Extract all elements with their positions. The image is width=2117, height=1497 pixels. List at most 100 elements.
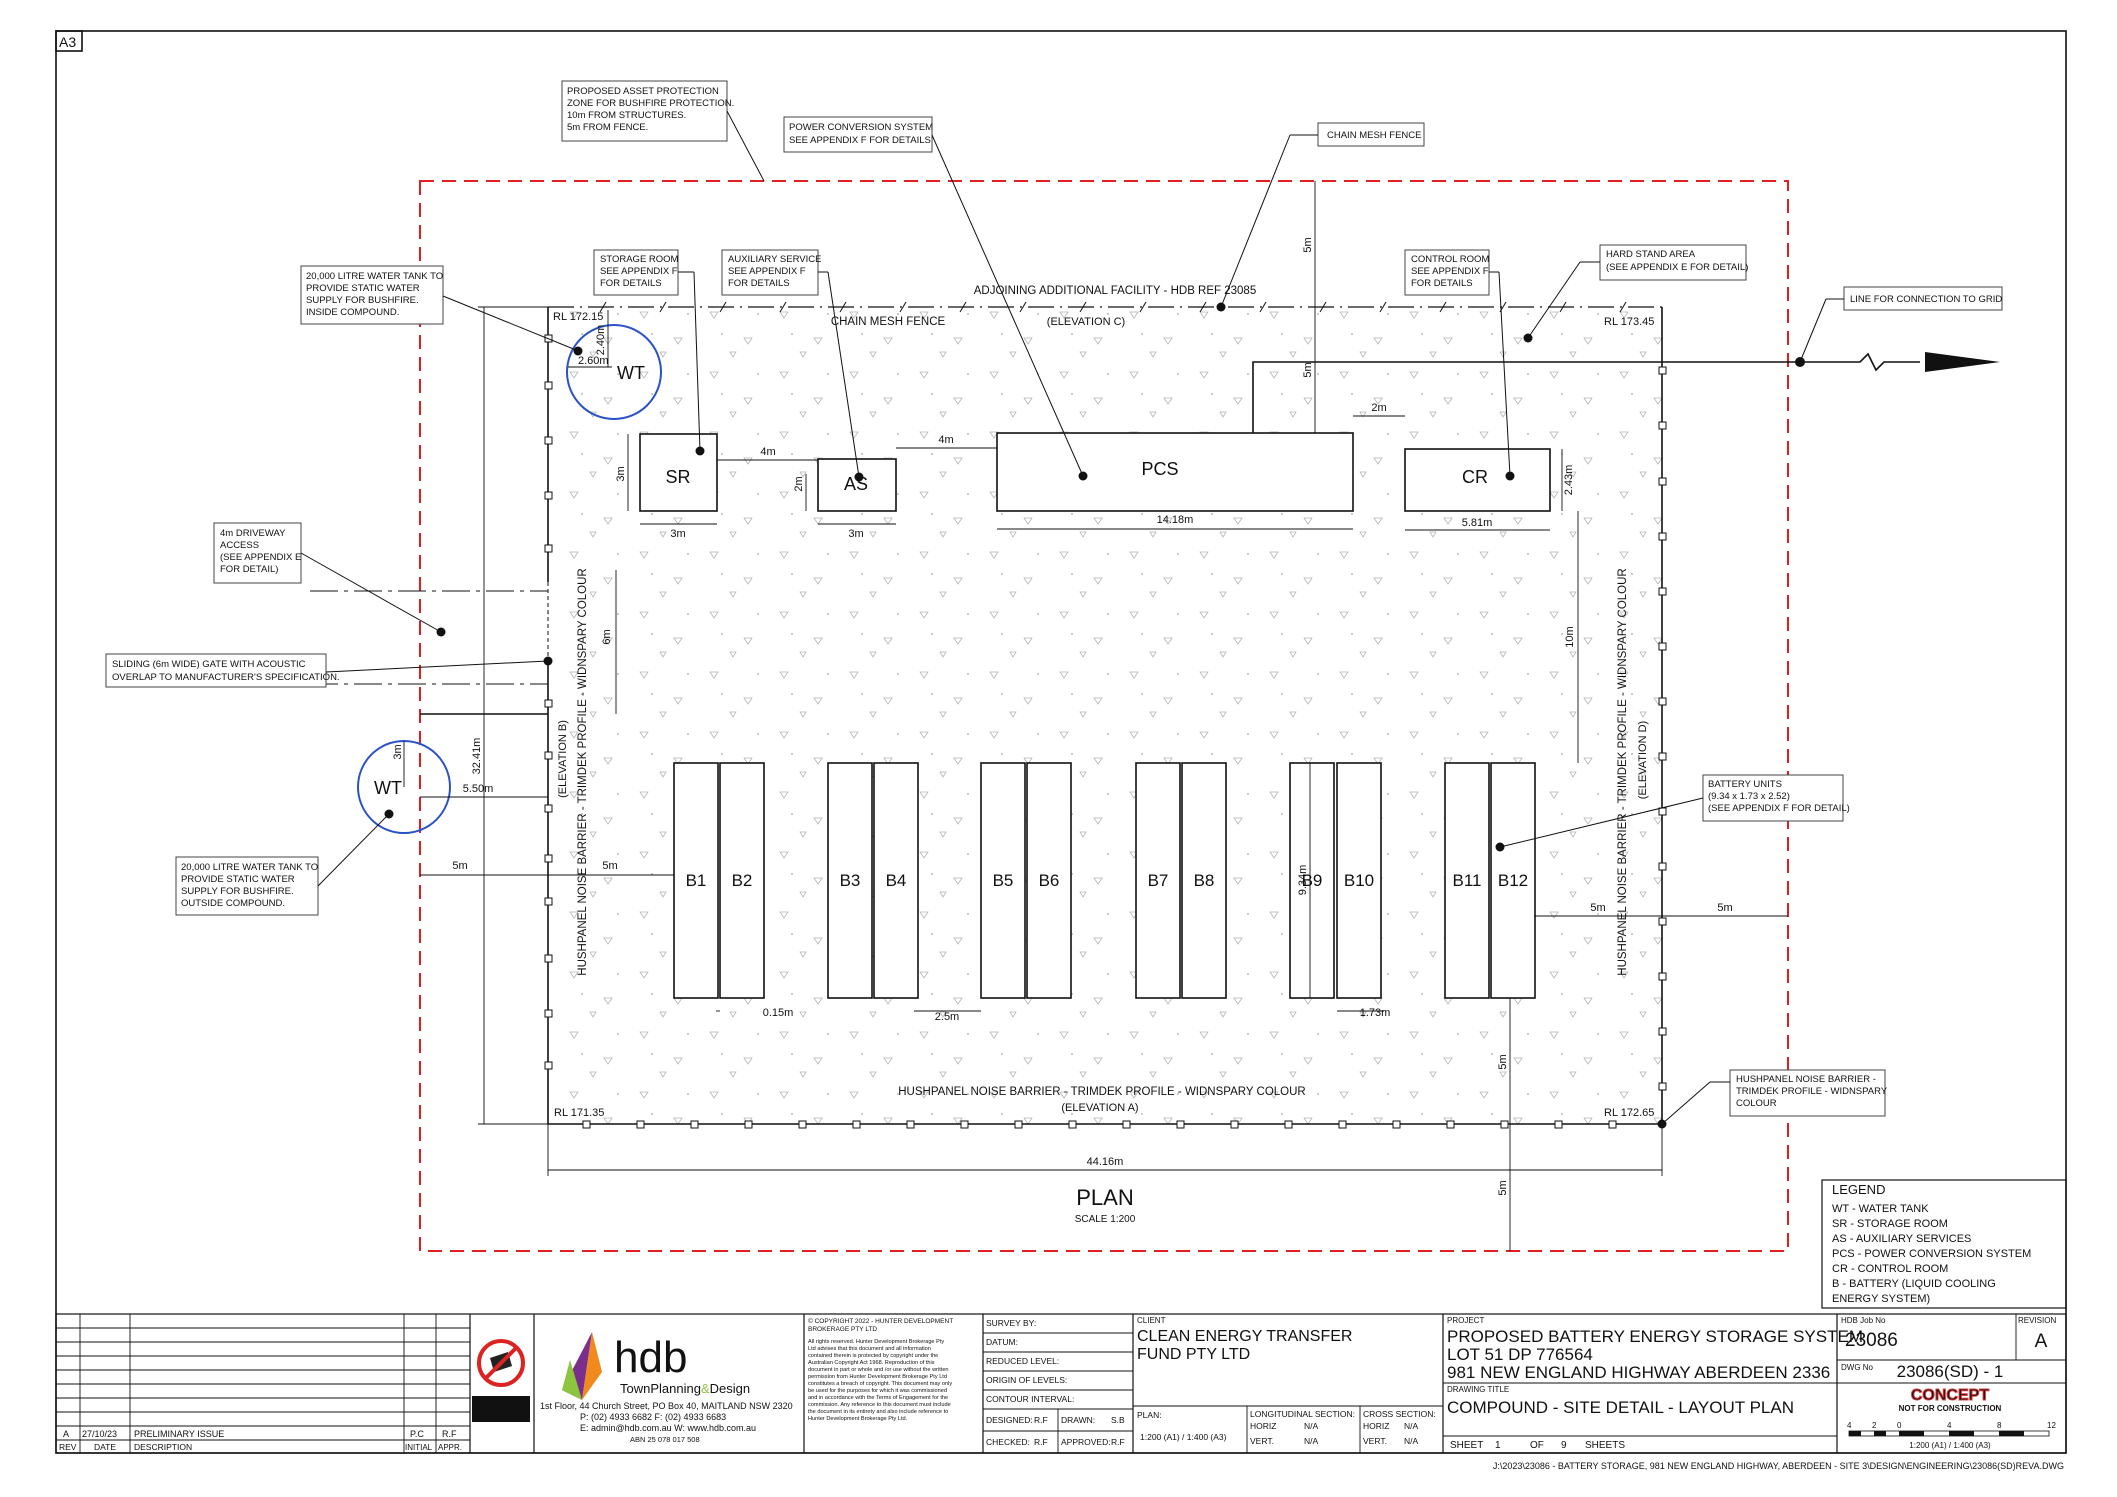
hdb-logo (562, 1332, 602, 1400)
dim-b12-5m: 5m (1590, 902, 1605, 914)
pcs-label: PCS (1141, 459, 1178, 479)
legend-item: ENERGY SYSTEM) (1832, 1293, 1930, 1305)
dim-batt-w: 1.73m (1360, 1007, 1391, 1019)
checked-label: CHECKED: (986, 1437, 1030, 1447)
battery-label: B4 (886, 871, 907, 890)
adjoining-facility-label: ADJOINING ADDITIONAL FACILITY - HDB REF … (974, 285, 1256, 297)
size-tag: A3 (59, 34, 76, 50)
legend-item: AS - AUXILIARY SERVICES (1832, 1233, 1971, 1245)
not-for-construction: NOT FOR CONSTRUCTION (1899, 1404, 2002, 1413)
dim-as-h: 2m (793, 476, 805, 491)
battery-label: B10 (1344, 871, 1374, 890)
sheet-word: SHEET (1450, 1440, 1483, 1451)
hdb-phone: P: (02) 4933 6682 F: (02) 4933 6683 (580, 1412, 726, 1422)
date-header: DATE (94, 1442, 116, 1452)
sheet-no: 1 (1495, 1440, 1501, 1451)
project-line-2: LOT 51 DP 776564 (1447, 1345, 1593, 1364)
sheets-word: SHEETS (1585, 1440, 1625, 1451)
dim-as-w: 3m (848, 528, 863, 540)
dim-sr-as: 4m (760, 446, 775, 458)
dim-wt2-550: 5.50m (463, 783, 494, 795)
battery-label: B2 (732, 871, 753, 890)
desc-header: DESCRIPTION (134, 1442, 192, 1452)
grid-connection-line (1252, 352, 1920, 433)
svg-text:BEFORE YOU DIG: BEFORE YOU DIG (475, 1415, 527, 1421)
hdb-tagline: TownPlanning&Design (620, 1381, 750, 1396)
drawing-title: COMPOUND - SITE DETAIL - LAYOUT PLAN (1447, 1398, 1794, 1417)
battery-unit (1181, 762, 1227, 999)
dim-apz-5m: 5m (1497, 1180, 1509, 1195)
drawing-title-label: DRAWING TITLE (1447, 1385, 1509, 1394)
designed-label: DESIGNED: (986, 1415, 1033, 1425)
control-room (1404, 448, 1551, 512)
svg-text:4: 4 (1847, 1421, 1852, 1430)
dim-pcs-w: 14.18m (1157, 514, 1194, 526)
dim-gap-25: 2.5m (935, 1011, 959, 1023)
asset-protection-zone (419, 180, 1789, 1252)
fence-slashes (599, 301, 1627, 313)
rl-nw: RL 172.15 (553, 311, 603, 323)
dim-sr-w: 3m (670, 528, 685, 540)
dim-east-5m: 5m (1717, 902, 1732, 914)
callout-hard-stand: HARD STAND AREA(SEE APPENDIX E FOR DETAI… (1606, 249, 1748, 273)
long-section-label: LONGITUDINAL SECTION: (1250, 1409, 1355, 1419)
water-tank-outside-label: WT (374, 778, 402, 798)
dim-top-5m-a: 5m (1302, 237, 1314, 252)
callout-grid: LINE FOR CONNECTION TO GRID (1850, 294, 2002, 305)
client-name-2: FUND PTY LTD (1137, 1346, 1250, 1363)
project-line-1: PROPOSED BATTERY ENERGY STORAGE SYSTEM (1447, 1327, 1863, 1346)
long-horiz: HORIZ (1250, 1421, 1276, 1431)
water-tank-inside (566, 324, 662, 420)
svg-text:0: 0 (1897, 1421, 1902, 1430)
long-vert: VERT. (1250, 1436, 1274, 1446)
hdb-abn: ABN 25 078 017 508 (630, 1435, 700, 1444)
datum: DATUM: (986, 1337, 1018, 1347)
designed-value: R.F (1034, 1415, 1048, 1425)
battery-unit (873, 762, 919, 999)
top-fence-label: CHAIN MESH FENCE (831, 316, 946, 328)
svg-text:8: 8 (1997, 1421, 2002, 1430)
revision-label: REVISION (2018, 1316, 2056, 1325)
rev-desc: PRELIMINARY ISSUE (134, 1429, 224, 1439)
plan-label: PLAN: (1137, 1410, 1162, 1420)
battery-unit (673, 762, 719, 999)
size-tag-box (55, 30, 83, 52)
legend-item: B - BATTERY (LIQUID COOLING (1832, 1278, 1996, 1290)
svg-text:4: 4 (1947, 1421, 1952, 1430)
cross-horiz-value: N/A (1404, 1421, 1419, 1431)
rl-sw: RL 171.35 (554, 1107, 604, 1119)
battery-unit (827, 762, 873, 999)
scale-bar: 4 2 0 4 8 12 1:200 (A1) / 1:400 (A3) (1847, 1421, 2056, 1450)
survey-by: SURVEY BY: (986, 1318, 1036, 1328)
dwg-number: 23086(SD) - 1 (1897, 1362, 2004, 1381)
appr-header: APPR. (438, 1443, 462, 1452)
grid-arrow-icon (1925, 352, 2000, 372)
dim-batt-h: 9.34m (1297, 865, 1309, 896)
drawn-label: DRAWN: (1061, 1415, 1095, 1425)
dimension-lines (403, 181, 1788, 1251)
plan-scale-value: 1:200 (A1) / 1:400 (A3) (1140, 1432, 1227, 1442)
dim-pcs-cr: 2m (1371, 402, 1386, 414)
battery-unit (1135, 762, 1181, 999)
dimension-labels: 2.40m 2.60m 3m 3m 4m 2m 3m 4m 14.18m 2m … (392, 237, 1733, 1195)
svg-text:1:200 (A1) / 1:400 (A3): 1:200 (A1) / 1:400 (A3) (1909, 1441, 1991, 1450)
legend-item: CR - CONTROL ROOM (1832, 1263, 1948, 1275)
battery-unit (1336, 762, 1382, 999)
dim-cr-h: 2.43m (1563, 465, 1575, 496)
legend-item: PCS - POWER CONVERSION SYSTEM (1832, 1248, 2031, 1260)
of-word: OF (1530, 1440, 1544, 1451)
legend-title: LEGEND (1832, 1182, 1885, 1197)
project-line-3: 981 NEW ENGLAND HIGHWAY ABERDEEN 2336 (1447, 1363, 1830, 1382)
dim-total-w: 44.16m (1087, 1156, 1124, 1168)
contour-interval: CONTOUR INTERVAL: (986, 1394, 1074, 1404)
concept-stamp: CONCEPT (1911, 1387, 1989, 1404)
wall-posts (544, 334, 1667, 1129)
